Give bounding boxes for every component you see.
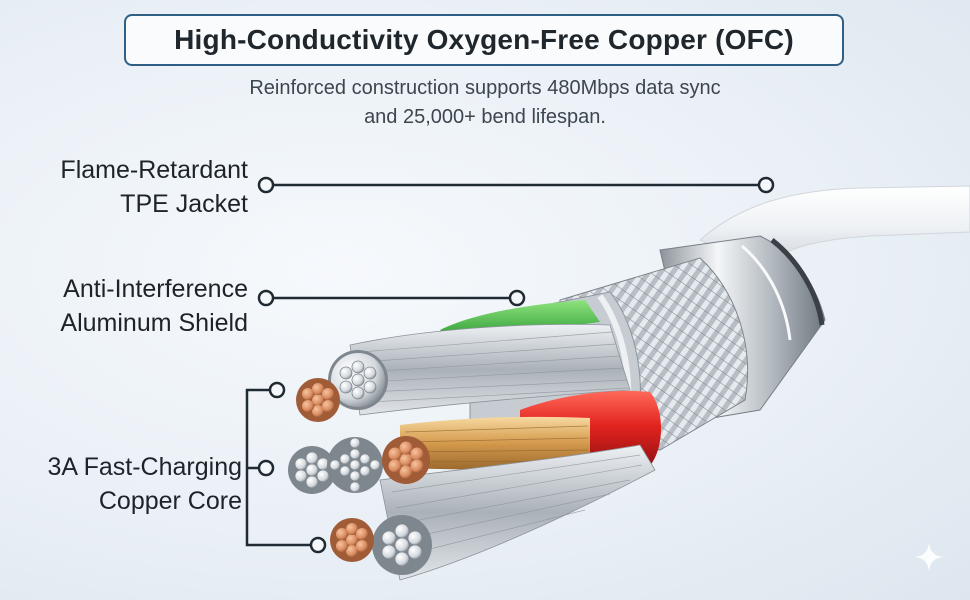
callout-label-core: 3A Fast-Charging Copper Core (47, 450, 242, 518)
callout-label-shield: Anti-Interference Aluminum Shield (60, 272, 248, 340)
sparkle-icon (914, 542, 944, 572)
callout-dot-shield-start (257, 289, 275, 307)
title-banner: High-Conductivity Oxygen-Free Copper (OF… (124, 14, 844, 66)
callout-dot-jacket-end (757, 176, 775, 194)
silver-conductor-end-middle (288, 446, 336, 494)
callout-dot-core-middle (257, 459, 275, 477)
gold-conductor (400, 416, 590, 470)
callout-dot-jacket-start (257, 176, 275, 194)
callout-core-line2: Copper Core (98, 487, 242, 515)
silver-conductor-end-center (327, 437, 383, 493)
copper-conductor-end-middle (382, 436, 430, 484)
subtitle: Reinforced construction supports 480Mbps… (160, 74, 810, 132)
silver-conductor-end-top (328, 350, 388, 410)
callout-dot-shield-end (508, 289, 526, 307)
callout-shield-line2: Aluminum Shield (60, 309, 248, 337)
callout-dot-core-bottom (309, 536, 327, 554)
callout-dot-core-top (268, 381, 286, 399)
page-title: High-Conductivity Oxygen-Free Copper (OF… (174, 24, 794, 55)
copper-conductor-end-top (296, 378, 340, 422)
subtitle-line-2: and 25,000+ bend lifespan. (364, 106, 606, 128)
subtitle-line-1: Reinforced construction supports 480Mbps… (249, 77, 721, 99)
callout-label-jacket: Flame-Retardant TPE Jacket (60, 153, 248, 221)
silver-conductor-end-bottom (372, 515, 432, 575)
copper-conductor-end-bottom (330, 518, 374, 562)
callout-jacket-line1: Flame-Retardant (60, 156, 248, 184)
callout-core-line1: 3A Fast-Charging (47, 453, 242, 481)
callout-shield-line1: Anti-Interference (63, 275, 248, 303)
callout-jacket-line2: TPE Jacket (120, 190, 248, 218)
strand-bundle-lower (379, 444, 656, 581)
callout-lines (245, 176, 775, 554)
